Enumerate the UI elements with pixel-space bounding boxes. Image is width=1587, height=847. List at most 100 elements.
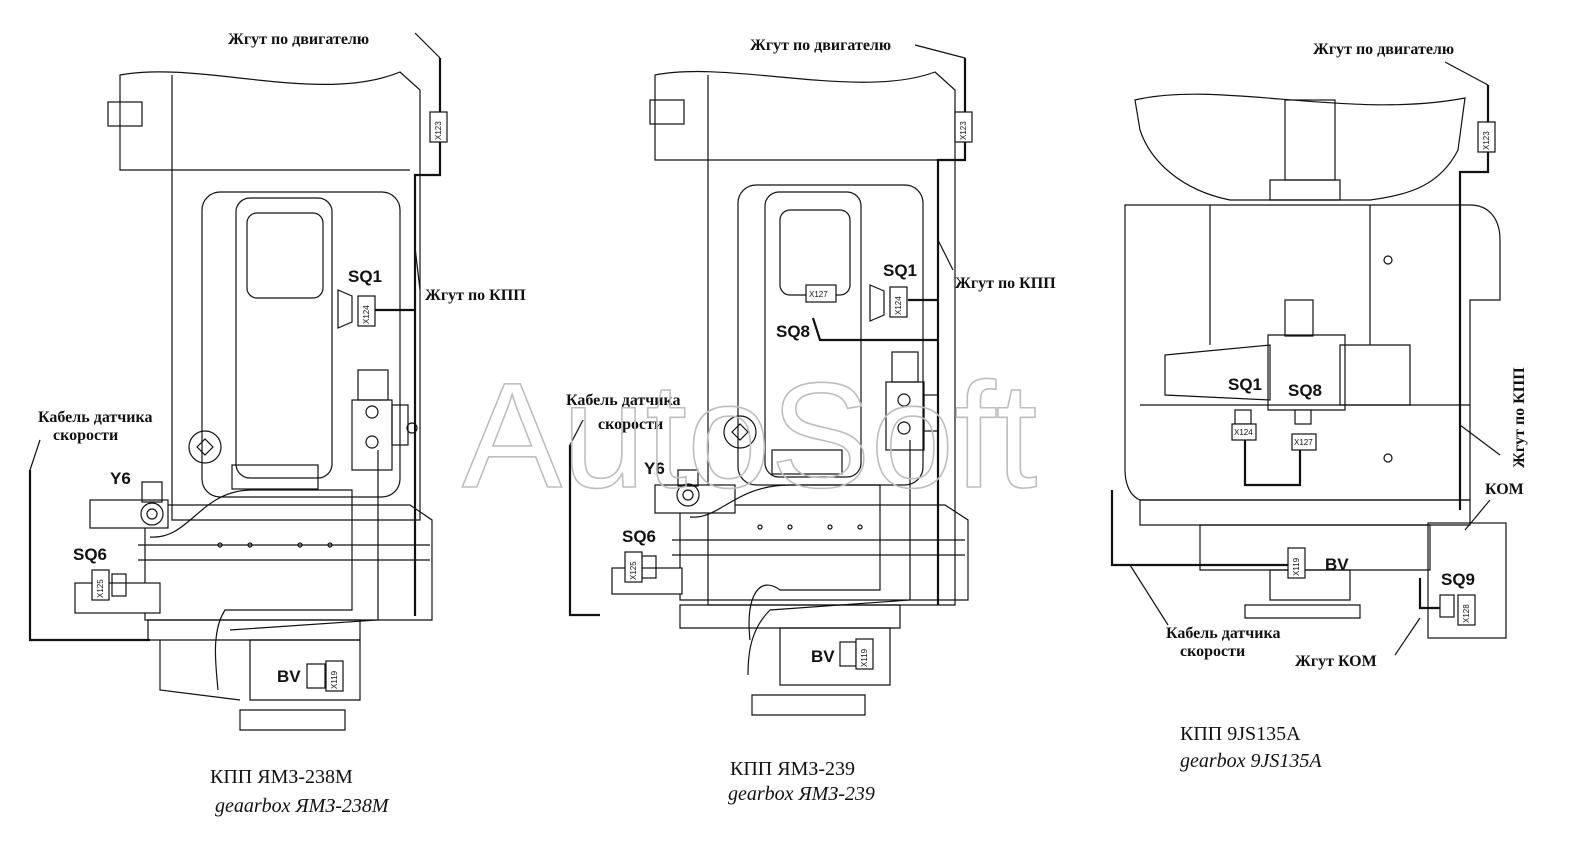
lower-housing bbox=[130, 504, 433, 621]
bv-sensor bbox=[306, 663, 326, 689]
watermark: AutoSoft bbox=[462, 351, 1037, 519]
label-speed-cable-1: Кабель датчика bbox=[1166, 625, 1280, 642]
caption-en: gearbox ЯМЗ-239 bbox=[728, 783, 875, 805]
shift-unit-center bbox=[1267, 334, 1346, 411]
svg-text:X125: X125 bbox=[96, 579, 105, 598]
caption-en: geaarbox ЯМЗ-238М bbox=[215, 795, 390, 817]
tag-sq1: SQ1 bbox=[348, 267, 382, 286]
caption-ru: КПП 9JS135A bbox=[1180, 723, 1301, 745]
output-housing bbox=[1269, 569, 1351, 601]
output-flange bbox=[1244, 604, 1361, 619]
speed-cable-line bbox=[568, 445, 600, 617]
shift-unit-left bbox=[1164, 344, 1271, 401]
sq1-sensor bbox=[1234, 409, 1252, 425]
valve-body bbox=[351, 399, 393, 471]
diagram-yamz-239: X123 X127 X124 X125 X119 Жгут по двигате… bbox=[566, 37, 1056, 805]
svg-text:X123: X123 bbox=[434, 121, 443, 140]
clutch-housing bbox=[1134, 93, 1466, 201]
connector-x124: X124 bbox=[357, 295, 376, 327]
svg-text:X124: X124 bbox=[1234, 428, 1253, 437]
svg-text:X119: X119 bbox=[330, 670, 339, 689]
tag-sq8: SQ8 bbox=[1288, 381, 1322, 400]
svg-text:X127: X127 bbox=[809, 290, 828, 299]
bv-sensor bbox=[839, 641, 857, 667]
label-engine-harness: Жгут по двигателю bbox=[750, 37, 891, 54]
label-engine-harness: Жгут по двигателю bbox=[228, 31, 369, 48]
connector-x125: X125 bbox=[624, 551, 643, 583]
y6-solenoid-body bbox=[654, 484, 736, 514]
breather-fitting bbox=[107, 101, 143, 127]
shift-unit-right bbox=[1339, 344, 1411, 406]
flange-plate bbox=[679, 604, 901, 629]
shift-tower bbox=[764, 191, 862, 478]
connector-x125: X125 bbox=[91, 569, 110, 601]
shift-window bbox=[779, 209, 851, 296]
caption-ru: КПП ЯМЗ-238М bbox=[210, 766, 353, 788]
internal-wire bbox=[149, 489, 353, 691]
svg-text:X123: X123 bbox=[959, 121, 968, 140]
svg-text:X119: X119 bbox=[1292, 557, 1301, 576]
svg-text:X119: X119 bbox=[860, 648, 869, 667]
svg-text:X124: X124 bbox=[362, 305, 371, 324]
connector-x124: X124 bbox=[889, 286, 908, 318]
breather-fitting bbox=[649, 99, 685, 125]
connector-x119: X119 bbox=[1287, 547, 1306, 579]
svg-text:X127: X127 bbox=[1294, 438, 1313, 447]
connector-x127: X127 bbox=[1291, 433, 1317, 451]
label-speed-cable-2: скорости bbox=[598, 416, 663, 433]
shift-tower bbox=[235, 197, 333, 479]
bottom-plate bbox=[231, 464, 319, 490]
connector-x119: X119 bbox=[325, 660, 344, 692]
tag-sq8: SQ8 bbox=[776, 322, 810, 341]
y6-solenoid bbox=[676, 483, 700, 507]
tag-sq1: SQ1 bbox=[1228, 375, 1262, 394]
shift-window bbox=[246, 212, 324, 299]
connector-x119: X119 bbox=[855, 638, 874, 670]
connector-x123: X123 bbox=[429, 111, 448, 143]
tag-bv: BV bbox=[1325, 555, 1349, 574]
diagram-yamz-238m: X123 X124 X125 X119 Жгут по двигателю Жг… bbox=[28, 31, 526, 817]
label-gearbox-harness: Жгут по КПП bbox=[425, 287, 526, 304]
tag-bv: BV bbox=[277, 667, 301, 686]
label-pto: КОМ bbox=[1485, 481, 1524, 498]
label-speed-cable-1: Кабель датчика bbox=[38, 409, 152, 426]
drain-plug bbox=[723, 415, 757, 449]
svg-text:X124: X124 bbox=[894, 296, 903, 315]
sq6-sensor-body bbox=[611, 567, 683, 595]
label-speed-cable-2: скорости bbox=[1180, 643, 1245, 660]
input-shaft bbox=[1284, 99, 1336, 181]
svg-text:X123: X123 bbox=[1482, 131, 1491, 150]
engine-harness-line bbox=[936, 58, 967, 605]
connector-x123: X123 bbox=[1477, 121, 1496, 153]
connector-x127: X127 bbox=[805, 284, 837, 303]
sq-wire bbox=[1243, 440, 1302, 487]
label-engine-harness: Жгут по двигателю bbox=[1313, 41, 1454, 58]
output-flange bbox=[239, 709, 346, 731]
sq1-sensor bbox=[869, 284, 885, 322]
connector-x123: X123 bbox=[954, 111, 973, 143]
valve-body-top bbox=[357, 369, 389, 401]
drain-plug bbox=[188, 430, 222, 464]
connector-x124: X124 bbox=[1231, 423, 1257, 441]
lower-housing bbox=[668, 504, 969, 601]
output-housing bbox=[249, 639, 361, 701]
svg-text:X128: X128 bbox=[1462, 604, 1471, 623]
label-speed-cable-1: Кабель датчика bbox=[566, 392, 680, 409]
y6-solenoid bbox=[140, 502, 164, 526]
label-pto-harness: Жгут КОМ bbox=[1295, 653, 1377, 670]
svg-text:X125: X125 bbox=[629, 561, 638, 580]
sq1-sensor bbox=[337, 289, 353, 329]
tag-sq9: SQ9 bbox=[1441, 570, 1475, 589]
label-gearbox-harness: Жгут по КПП bbox=[1511, 367, 1528, 468]
pto-unit bbox=[1427, 522, 1507, 639]
tag-sq1: SQ1 bbox=[883, 261, 917, 280]
connector-x128: X128 bbox=[1457, 594, 1476, 626]
y6-solenoid-body bbox=[89, 499, 169, 529]
tag-sq6: SQ6 bbox=[622, 527, 656, 546]
tag-y6: Y6 bbox=[110, 469, 131, 488]
sq6-sensor-body bbox=[74, 582, 161, 614]
tag-bv: BV bbox=[811, 647, 835, 666]
output-housing bbox=[779, 627, 891, 686]
tag-y6: Y6 bbox=[644, 459, 665, 478]
